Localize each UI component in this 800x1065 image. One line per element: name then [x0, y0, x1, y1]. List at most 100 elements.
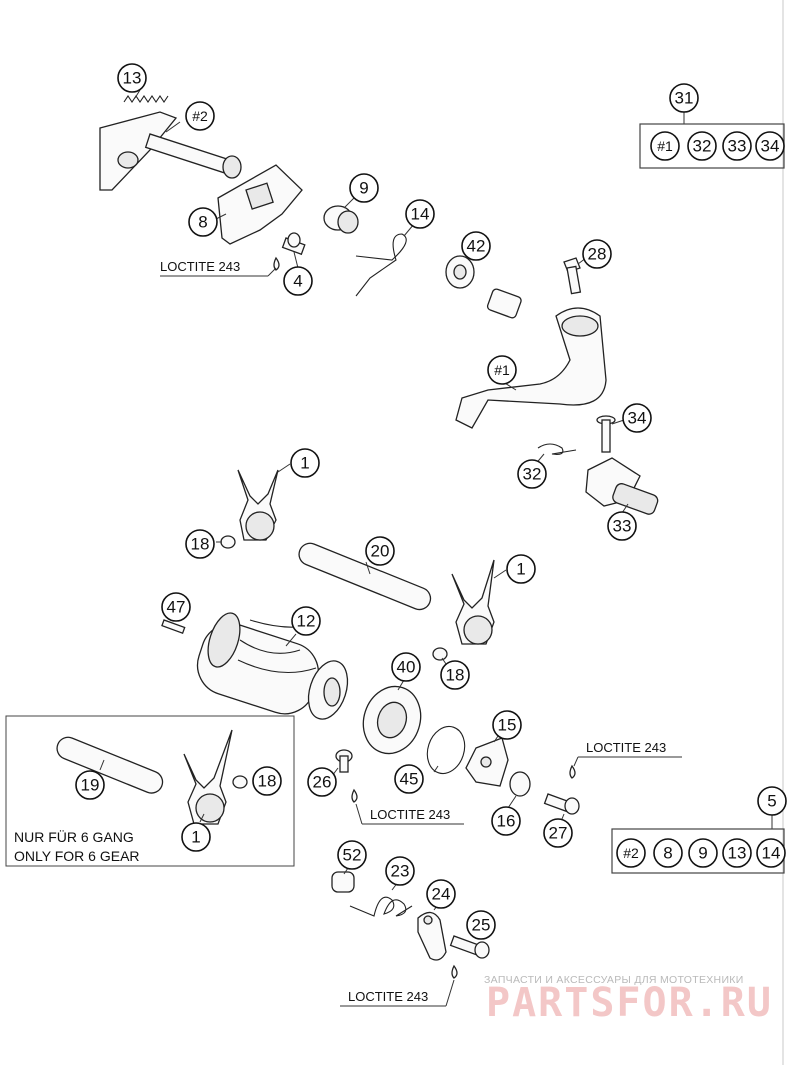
callout-34[interactable]: 34 — [622, 403, 652, 433]
kit-31-item-34[interactable]: 34 — [755, 131, 785, 161]
callout-14-top[interactable]: 14 — [405, 199, 435, 229]
kit-31-item-1[interactable]: #1 — [650, 131, 680, 161]
callout-1-lever[interactable]: #1 — [487, 355, 517, 385]
detent-lever-24 — [417, 901, 447, 961]
svg-text:5: 5 — [767, 792, 776, 811]
svg-text:18: 18 — [258, 772, 277, 791]
kit-31-item-32[interactable]: 32 — [687, 131, 717, 161]
svg-text:9: 9 — [698, 844, 707, 863]
svg-text:23: 23 — [391, 862, 410, 881]
callout-4[interactable]: 4 — [283, 266, 313, 296]
svg-text:18: 18 — [191, 535, 210, 554]
callout-2[interactable]: #2 — [185, 101, 215, 131]
bushing-9 — [323, 195, 359, 234]
roller-18a — [216, 535, 236, 549]
loctite-label-2: LOCTITE 243 — [355, 803, 464, 825]
svg-text:12: 12 — [297, 612, 316, 631]
callout-25[interactable]: 25 — [466, 910, 496, 940]
callout-45[interactable]: 45 — [394, 764, 424, 794]
washer-16 — [507, 771, 531, 809]
bolt-28 — [563, 257, 587, 295]
six-gear-note-de: NUR FÜR 6 GANG — [14, 828, 134, 845]
callout-40[interactable]: 40 — [391, 652, 421, 682]
svg-text:1: 1 — [300, 454, 309, 473]
callout-52[interactable]: 52 — [337, 840, 367, 870]
svg-text:31: 31 — [675, 89, 694, 108]
callout-8[interactable]: 8 — [188, 207, 218, 237]
six-gear-note-en: ONLY FOR 6 GEAR — [14, 848, 140, 864]
callout-20[interactable]: 20 — [365, 536, 395, 566]
callout-18b[interactable]: 18 — [440, 660, 470, 690]
kit-5-header[interactable]: 5 — [757, 786, 787, 816]
svg-text:8: 8 — [663, 844, 672, 863]
kit-5-item-8[interactable]: 8 — [653, 838, 683, 868]
callout-16[interactable]: 16 — [491, 806, 521, 836]
shift-lever-1 — [455, 307, 607, 429]
callout-1a[interactable]: 1 — [290, 448, 320, 478]
spring-23 — [349, 881, 413, 917]
svg-text:4: 4 — [293, 272, 302, 291]
kit-5-item-2[interactable]: #2 — [616, 838, 646, 868]
callout-47[interactable]: 47 — [161, 592, 191, 622]
callout-1c[interactable]: 1 — [181, 822, 211, 852]
callout-32[interactable]: 32 — [517, 459, 547, 489]
shift-fork-1a — [237, 463, 291, 541]
svg-text:#2: #2 — [192, 108, 208, 124]
bearing-40 — [362, 679, 422, 755]
svg-text:8: 8 — [198, 213, 207, 232]
svg-text:#2: #2 — [623, 845, 639, 861]
callout-19[interactable]: 19 — [75, 770, 105, 800]
callout-12[interactable]: 12 — [291, 606, 321, 636]
loctite-drop-icon — [273, 256, 576, 979]
svg-text:13: 13 — [123, 69, 142, 88]
six-gear-inset-box — [5, 715, 295, 867]
svg-text:LOCTITE 243: LOCTITE 243 — [160, 259, 240, 274]
kit-5-item-14[interactable]: 14 — [756, 838, 786, 868]
callout-26[interactable]: 26 — [307, 767, 337, 797]
spring-13 — [123, 89, 169, 103]
kit-5-item-13[interactable]: 13 — [722, 838, 752, 868]
oring-45 — [426, 725, 466, 775]
svg-text:#1: #1 — [494, 362, 510, 378]
kit-5-item-9[interactable]: 9 — [688, 838, 718, 868]
kit-31-item-33[interactable]: 33 — [722, 131, 752, 161]
callout-42[interactable]: 42 — [461, 231, 491, 261]
callout-1b[interactable]: 1 — [506, 554, 536, 584]
pin-34 — [596, 415, 625, 453]
kit-31-header[interactable]: 31 — [669, 83, 699, 113]
callout-24[interactable]: 24 — [426, 879, 456, 909]
shift-fork-1c — [183, 729, 233, 825]
callout-15[interactable]: 15 — [492, 710, 522, 740]
bushing-small — [486, 288, 522, 319]
svg-text:42: 42 — [467, 237, 486, 256]
svg-text:14: 14 — [411, 205, 430, 224]
svg-text:40: 40 — [397, 658, 416, 677]
svg-text:16: 16 — [497, 812, 516, 831]
callout-27[interactable]: 27 — [543, 818, 573, 848]
bushing-52 — [331, 867, 355, 893]
shift-shaft-2 — [99, 111, 242, 191]
svg-text:27: 27 — [549, 824, 568, 843]
torsion-spring-14 — [355, 223, 415, 297]
callout-23[interactable]: 23 — [385, 856, 415, 886]
svg-text:LOCTITE 243: LOCTITE 243 — [348, 989, 428, 1004]
shift-star-15 — [465, 735, 509, 787]
screw-26 — [331, 749, 353, 777]
callout-18a[interactable]: 18 — [185, 529, 215, 559]
callout-33[interactable]: 33 — [607, 511, 637, 541]
svg-text:45: 45 — [400, 770, 419, 789]
callout-28[interactable]: 28 — [582, 239, 612, 269]
watermark-brand: PARTSFOR.RU — [486, 980, 773, 1026]
svg-text:#1: #1 — [657, 138, 673, 154]
callout-18c[interactable]: 18 — [252, 766, 282, 796]
svg-text:15: 15 — [498, 716, 517, 735]
svg-text:26: 26 — [313, 773, 332, 792]
callout-9[interactable]: 9 — [349, 173, 379, 203]
watermark-tagline: ЗАПЧАСТИ И АКСЕССУАРЫ ДЛЯ МОТОТЕХНИКИ — [484, 974, 744, 986]
callout-13[interactable]: 13 — [117, 63, 147, 93]
screw-27 — [543, 793, 580, 825]
screw-25 — [449, 935, 490, 959]
washer-42 — [445, 255, 475, 289]
svg-text:LOCTITE 243: LOCTITE 243 — [370, 807, 450, 822]
svg-text:13: 13 — [728, 844, 747, 863]
